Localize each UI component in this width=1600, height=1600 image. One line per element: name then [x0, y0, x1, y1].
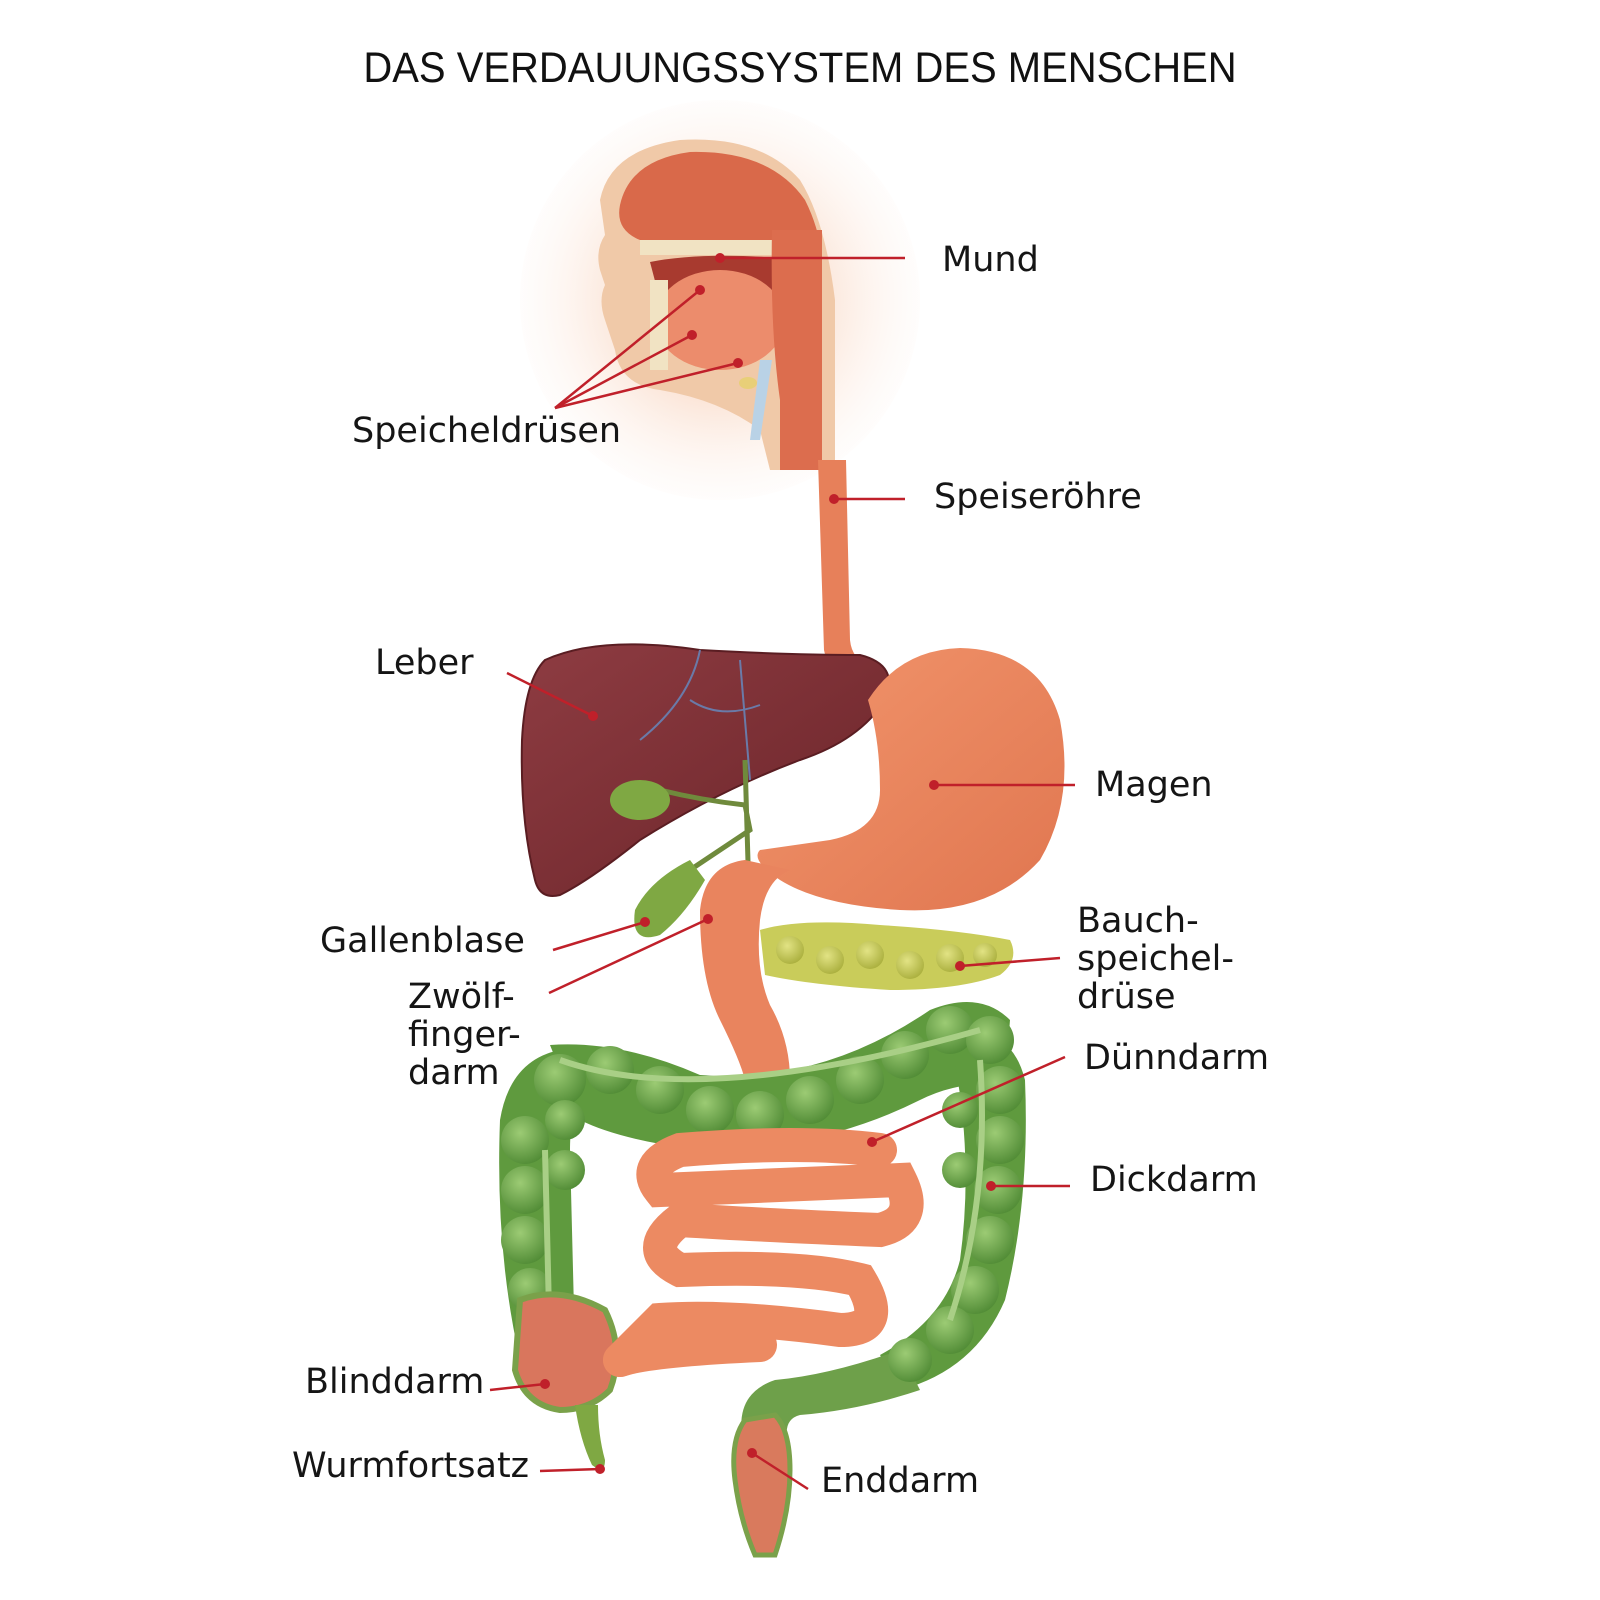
gallbladder-upper-shape [610, 780, 670, 820]
label-speicheldruesen: Speicheldrüsen [352, 411, 622, 451]
esophagus-shape [818, 460, 870, 690]
label-zwoelffingerdarm: Zwölf- finger- darm [408, 978, 521, 1092]
label-bauchspeicheldruese: Bauch- speichel- drüse [1077, 902, 1234, 1016]
label-zwoelffingerdarm-line2: finger- [408, 1015, 521, 1055]
label-speiseroehre: Speiseröhre [934, 477, 1142, 517]
gallbladder-shape [634, 860, 705, 938]
leader-lines [489, 256, 1075, 1491]
label-zwoelffingerdarm-line3: darm [408, 1053, 500, 1093]
label-leber: Leber [375, 643, 474, 683]
rectum-shape [731, 1412, 793, 1558]
label-bauchspeicheldruese-line3: drüse [1077, 977, 1176, 1017]
pancreas-shape [760, 922, 1014, 990]
small-intestine-shape [603, 1128, 924, 1377]
label-duenndarm: Dünndarm [1084, 1038, 1270, 1078]
stomach-shape [757, 648, 1065, 911]
diagram-title: DAS VERDAUUNGSSYSTEM DES MENSCHEN [363, 44, 1237, 92]
cecum-shape [511, 1291, 620, 1414]
appendix-shape [575, 1405, 605, 1469]
label-enddarm: Enddarm [821, 1461, 980, 1501]
label-gallenblase: Gallenblase [320, 921, 525, 961]
large-intestine-shape [499, 1002, 1026, 1450]
liver-shape [520, 643, 890, 897]
label-bauchspeicheldruese-line1: Bauch- [1077, 901, 1199, 941]
label-dickdarm: Dickdarm [1090, 1160, 1258, 1200]
label-mund: Mund [942, 240, 1039, 280]
label-blinddarm: Blinddarm [305, 1362, 485, 1402]
label-zwoelffingerdarm-line1: Zwölf- [408, 977, 515, 1017]
label-wurmfortsatz: Wurmfortsatz [292, 1446, 530, 1486]
duodenum-shape [700, 860, 790, 1080]
head-cross-section [520, 100, 920, 500]
label-magen: Magen [1095, 765, 1213, 805]
label-bauchspeicheldruese-line2: speichel- [1077, 939, 1235, 979]
